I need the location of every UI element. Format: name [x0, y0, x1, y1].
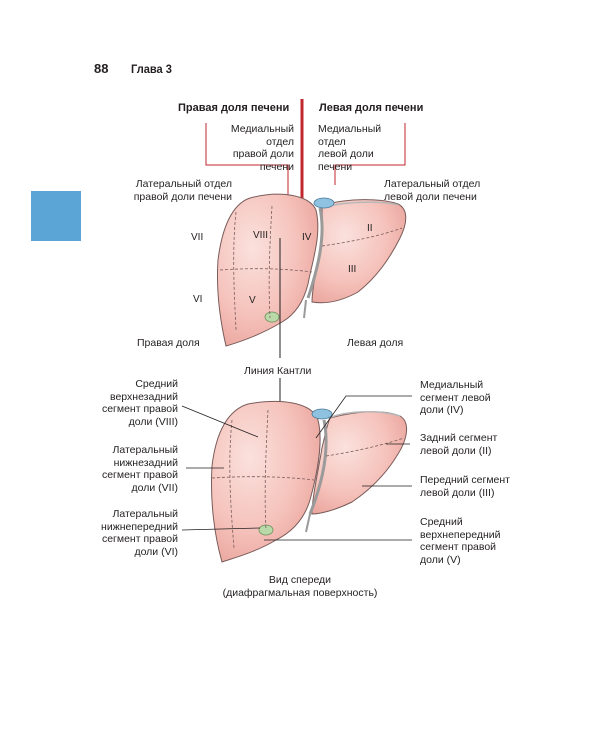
label-left-lobe: Левая доля — [347, 337, 404, 349]
falciform-ligament-top — [306, 207, 324, 299]
segment-4: IV — [302, 232, 312, 243]
liver-bottom — [211, 400, 407, 563]
liver-right-lobe-bottom — [211, 400, 321, 563]
falciform-ligament-bottom — [308, 419, 328, 515]
segment-8: VIII — [253, 230, 269, 241]
vena-cava-bottom — [311, 408, 333, 420]
segment-5: V — [249, 295, 256, 306]
chapter-tab — [31, 191, 81, 241]
segment-3: III — [348, 264, 357, 275]
figure-caption: Вид спереди(диафрагмальная поверхность) — [222, 574, 378, 599]
label-cantlie-line: Линия Кантли — [244, 365, 312, 377]
chapter-title: Глава 3 — [131, 62, 172, 76]
label-right-lobe: Правая доля — [137, 337, 200, 349]
segment-7: VII — [191, 232, 204, 243]
page-number: 88 — [94, 61, 109, 76]
callout-lines — [181, 395, 412, 541]
segment-6: VI — [193, 294, 203, 305]
segment-2: II — [367, 223, 373, 234]
liver-right-lobe-top — [216, 193, 319, 347]
vena-cava-top — [313, 197, 335, 209]
gallbladder-top — [264, 311, 280, 323]
label-left-lobe-liver: Левая доля печени — [319, 102, 424, 114]
label-right-lobe-liver: Правая доля печени — [178, 102, 290, 114]
liver-left-lobe-top — [311, 199, 407, 304]
liver-top — [216, 193, 407, 347]
top-leader-lines — [205, 123, 406, 200]
